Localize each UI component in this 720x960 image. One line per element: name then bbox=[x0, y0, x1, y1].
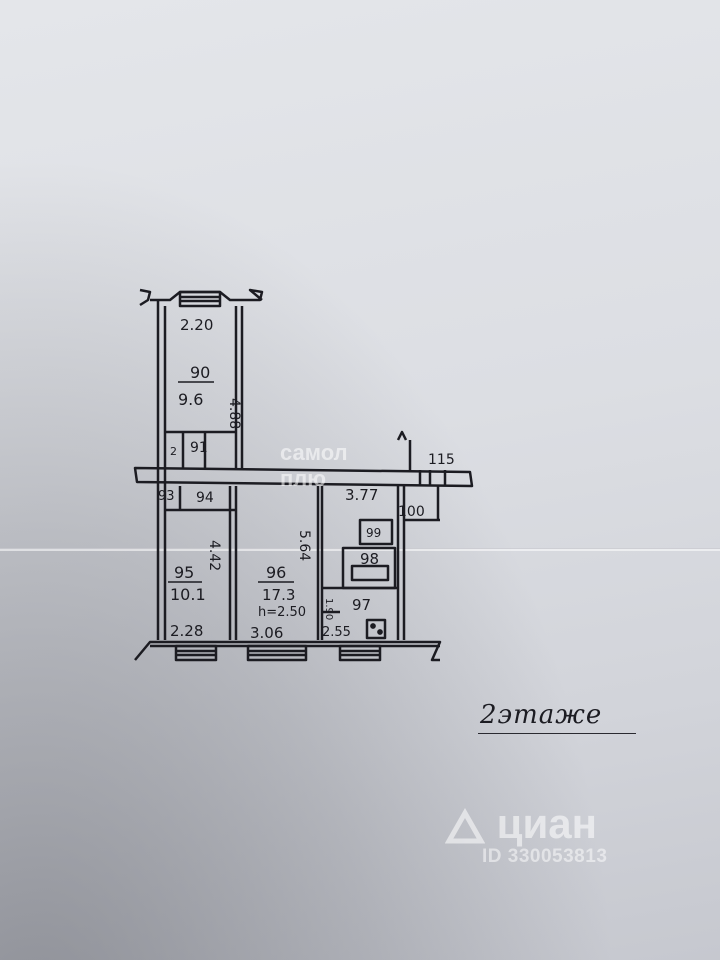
room90-length: 4.88 bbox=[226, 398, 242, 429]
samolet-watermark: самол плю bbox=[280, 440, 430, 500]
room96-height: h=2.50 bbox=[258, 605, 306, 620]
room95-area: 10.1 bbox=[170, 585, 206, 604]
cian-mark-icon bbox=[445, 807, 485, 844]
room95-length: 4.42 bbox=[206, 540, 222, 571]
room93-number: 93 bbox=[158, 489, 175, 504]
bottom-window-3 bbox=[338, 644, 382, 662]
bottom-window-2 bbox=[246, 644, 308, 662]
room96-area: 17.3 bbox=[262, 586, 295, 604]
floor-caption-underline bbox=[478, 733, 636, 734]
room96-length: 5.64 bbox=[296, 530, 312, 561]
top-window bbox=[178, 290, 222, 308]
samolet-line1: самол bbox=[280, 440, 348, 465]
room97-number: 97 bbox=[352, 596, 371, 614]
stove bbox=[365, 618, 387, 640]
cian-logo-text: циан bbox=[496, 800, 598, 847]
bottom-window-1 bbox=[174, 644, 218, 662]
room94-number: 94 bbox=[196, 490, 214, 506]
room99-number: 99 bbox=[366, 526, 381, 540]
cian-listing-id: ID 330053813 bbox=[482, 846, 608, 867]
room96-width: 3.06 bbox=[250, 624, 283, 642]
room91-number: 91 bbox=[190, 440, 208, 456]
room90-width: 2.20 bbox=[180, 316, 213, 334]
corridor-length: 3.77 bbox=[345, 486, 378, 504]
room90-area: 9.6 bbox=[178, 390, 203, 409]
room97-width: 2.55 bbox=[322, 625, 351, 640]
samolet-line2: плю bbox=[280, 466, 327, 491]
room95-number: 95 bbox=[174, 563, 194, 582]
fixture-99 bbox=[358, 518, 394, 546]
floor-caption: 2этаже bbox=[480, 700, 603, 730]
room91-side: 2 bbox=[170, 445, 177, 458]
plan-walls bbox=[133, 288, 474, 662]
room100-number: 100 bbox=[398, 504, 425, 520]
room97-side: 1.90 bbox=[323, 598, 334, 620]
room90-number: 90 bbox=[190, 363, 210, 382]
room96-number: 96 bbox=[266, 563, 286, 582]
cian-watermark: циан bbox=[445, 800, 665, 850]
room98-number: 98 bbox=[360, 550, 379, 568]
stair-label: 115 bbox=[428, 452, 455, 468]
room95-width: 2.28 bbox=[170, 622, 203, 640]
